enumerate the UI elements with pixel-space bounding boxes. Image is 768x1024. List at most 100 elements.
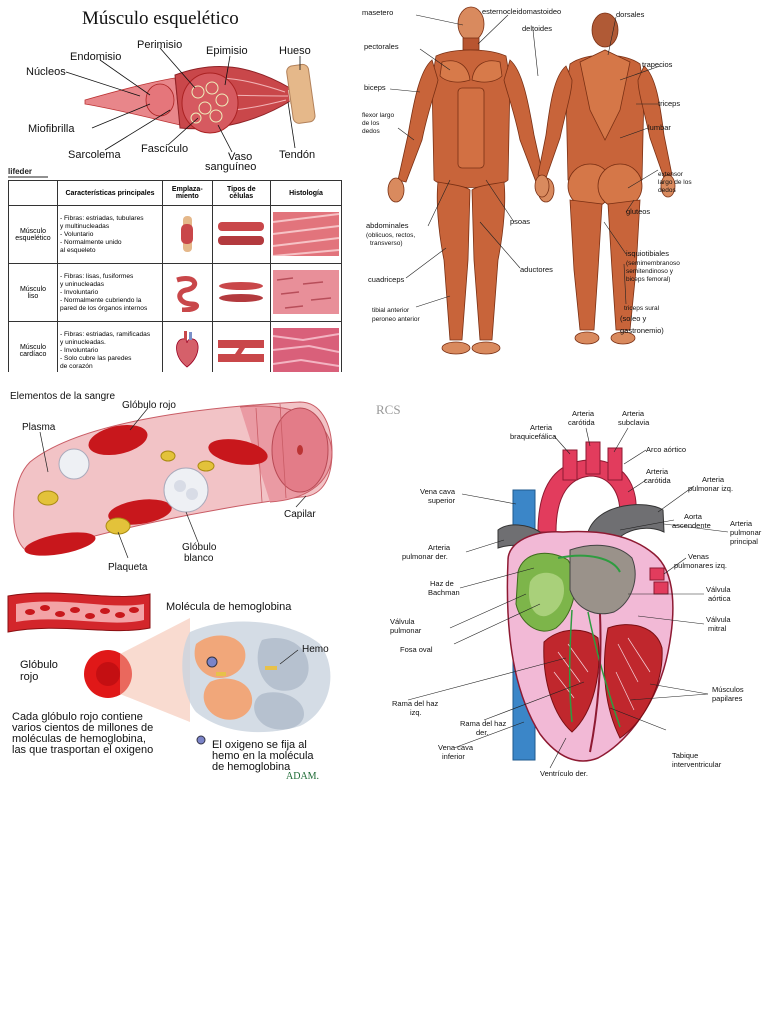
label-venas-pulmonares-izq: pulmonares izq. [674, 561, 727, 570]
location-smooth-image [162, 263, 213, 322]
label-gastronemio: gastronemio) [620, 326, 664, 335]
histology-smooth-image [269, 263, 343, 322]
label-valvula-pulmonar: pulmonar [390, 626, 422, 635]
label-plasma: Plasma [22, 422, 56, 433]
label-abdominales: abdominales [366, 221, 409, 230]
label-arteria-subclavia: Arteria [622, 409, 645, 418]
label-arteria-pulmonar-principal: pulmonar [730, 528, 762, 537]
label-vena-cava-superior: superior [428, 496, 456, 505]
hemoglobin-title: Molécula de hemoglobina [166, 601, 292, 613]
label-gluteos: gluteos [626, 207, 650, 216]
skeletal-muscle-panel: Músculo esquelético [0, 0, 350, 372]
rcs-watermark: RCS [376, 402, 401, 417]
label-plaqueta: Plaqueta [108, 562, 148, 573]
cell-type-skeletal-image [211, 205, 271, 264]
oxygen-caption: de hemoglobina [212, 761, 291, 773]
label-fasciculo: Fascículo [141, 143, 188, 155]
cell-type-smooth-image [211, 263, 271, 322]
label-aductores: aductores [520, 265, 553, 274]
label-valvula-pulmonar: Válvula [390, 617, 415, 626]
label-tabique-interventricular: interventricular [672, 760, 722, 769]
label-lumbar: lumbar [648, 123, 671, 132]
label-valvula-aortica: aórtica [708, 594, 731, 603]
label-arteria-pulmonar-principal: principal [730, 537, 758, 546]
label-globulo-rojo: Glóbulo rojo [122, 400, 176, 411]
label-rama-haz-izq: izq. [410, 708, 422, 717]
label-arteria-pulmonar-izq: pulmonar izq. [688, 484, 733, 493]
label-isquiotibiales-sub: biceps femoral) [626, 276, 670, 283]
label-cuadriceps: cuadriceps [368, 275, 405, 284]
label-globulo-blanco: Glóbulo [182, 542, 217, 553]
label-sanguineo: sanguíneo [205, 161, 256, 173]
label-arteria-pulmonar-principal: Arteria [730, 519, 753, 528]
vessel-illustration [7, 592, 151, 633]
label-vaso: Vaso [228, 151, 252, 163]
label-masetero: masetero [362, 8, 393, 17]
blood-elements-diagram: Elementos de la sangre Glóbu [7, 391, 333, 782]
label-globulo-rojo-hemo: rojo [20, 671, 38, 683]
adam-logo: ADAM. [286, 771, 319, 782]
label-capilar: Capilar [284, 509, 316, 520]
hemoglobin-caption: las que trasportan el oxigeno [12, 744, 153, 756]
label-rama-haz-der: der. [476, 728, 489, 737]
oxygen-caption: hemo en la molécula [212, 750, 314, 762]
capillary-illustration [13, 401, 333, 556]
table-header: Histología [269, 180, 343, 206]
label-valvula-aortica: Válvula [706, 585, 731, 594]
label-haz-bachman: Bachman [428, 588, 460, 597]
label-tabique-interventricular: Tabique [672, 751, 698, 760]
location-cardiac-image [162, 321, 213, 372]
label-perimisio: Perimisio [137, 39, 182, 51]
label-peroneo-anterior: peroneo anterior [372, 316, 421, 323]
label-isquiotibiales: isquiotibiales [626, 249, 669, 258]
label-arteria-pulmonar-izq: Arteria [702, 475, 725, 484]
label-deltoides: deltoides [522, 24, 552, 33]
table-header: Tipos de células [211, 180, 271, 206]
body-muscles-panel: masetero esternocleidomastoideo dorsales… [358, 0, 768, 372]
hemoglobin-caption: moléculas de hemoglobina, [12, 733, 146, 745]
label-psoas: psoas [510, 217, 530, 226]
table-header-row: Características principales Emplaza-mien… [8, 180, 343, 206]
label-musculos-papilares: Músculos [712, 685, 744, 694]
hemoglobin-caption: Cada glóbulo rojo contiene [12, 711, 143, 723]
label-arteria-subclavia: subclavia [618, 418, 650, 427]
red-cell-illustration [84, 618, 190, 722]
cell-type-cardiac-image [211, 321, 271, 372]
label-haz-bachman: Haz de [430, 579, 454, 588]
hemoglobin-caption: varios cientos de millones de [12, 722, 153, 734]
location-skeletal-image [162, 205, 213, 264]
label-flexor: flexor largo [362, 112, 395, 119]
label-vena-cava-inferior: Vena cava [438, 743, 474, 752]
label-arteria-carotida: carótida [644, 476, 672, 485]
table-header: Emplaza-miento [162, 180, 213, 206]
heart-diagram: RCS [376, 402, 762, 778]
label-valvula-mitral: Válvula [706, 615, 731, 624]
muscle-types-table: Características principales Emplaza-mien… [8, 180, 343, 372]
body-muscles-diagram: masetero esternocleidomastoideo dorsales… [362, 6, 692, 355]
label-extensor: largo de los [658, 179, 692, 186]
label-sarcolema: Sarcolema [68, 149, 121, 161]
label-epimisio: Epimisio [206, 45, 248, 57]
blood-title: Elementos de la sangre [10, 391, 116, 402]
heart-illustration [497, 441, 674, 762]
label-extensor: dedos [658, 187, 676, 194]
label-abdominales-sub: (oblicuos, rectos, [366, 232, 415, 239]
label-vena-cava-superior: Vena cava [420, 487, 456, 496]
table-header [8, 180, 58, 206]
heart-panel: RCS [358, 382, 768, 784]
label-hueso: Hueso [279, 45, 311, 57]
label-rama-haz-der: Rama del haz [460, 719, 507, 728]
label-arteria-braquicefalica: Arteria [530, 423, 553, 432]
muscle-illustration [84, 63, 316, 134]
label-arteria-carotida-top: Arteria [572, 409, 595, 418]
label-biceps: biceps [364, 83, 386, 92]
label-vena-cava-inferior: inferior [442, 752, 465, 761]
front-figure-illustration [387, 6, 555, 355]
label-miofibrilla: Miofibrilla [28, 123, 75, 135]
label-arteria-pulmonar-der: Arteria [428, 543, 451, 552]
